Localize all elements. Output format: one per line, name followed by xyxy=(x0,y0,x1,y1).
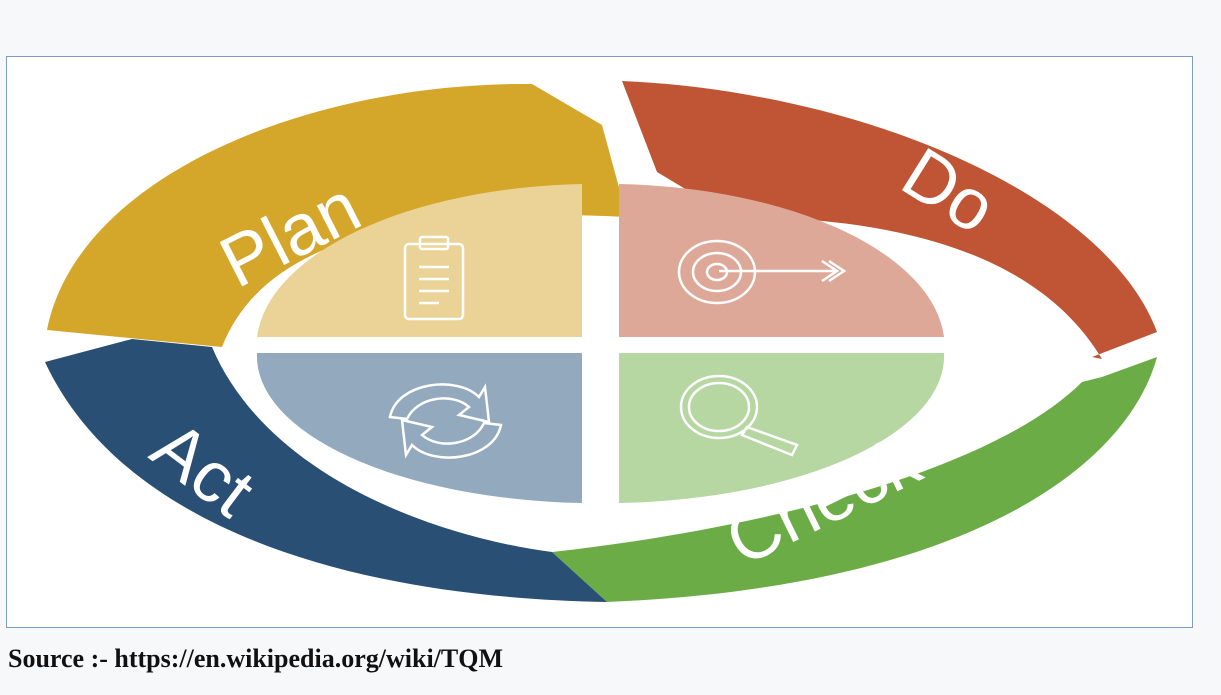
plan-arrow xyxy=(47,83,627,347)
pdca-diagram-frame: Plan Do Check Act xyxy=(6,56,1193,628)
act-quadrant xyxy=(256,353,582,503)
check-quadrant xyxy=(619,353,945,503)
pdca-cycle-diagram: Plan Do Check Act xyxy=(45,81,1157,602)
cycle-arrows-icon xyxy=(388,383,503,459)
clipboard-icon xyxy=(403,235,465,321)
do-arrow xyxy=(622,81,1157,359)
source-caption: Source :- https://en.wikipedia.org/wiki/… xyxy=(8,644,503,673)
magnifier-icon xyxy=(679,374,799,457)
target-icon xyxy=(677,239,847,305)
check-arrow xyxy=(552,357,1157,602)
plan-quadrant xyxy=(257,184,582,337)
act-arrow xyxy=(45,339,607,602)
